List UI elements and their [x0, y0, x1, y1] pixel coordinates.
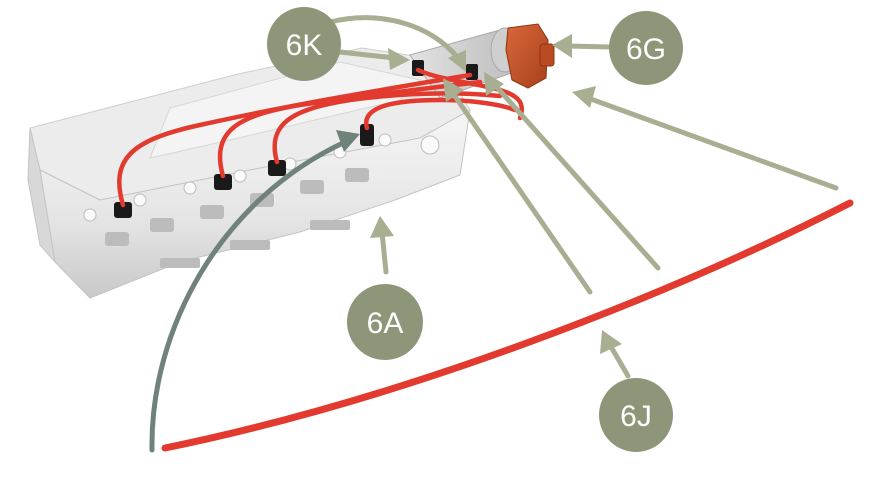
arrow-6k-arc	[327, 15, 461, 61]
badge-6k-text: 6K	[286, 29, 323, 62]
badge-6g	[609, 11, 683, 85]
boot-4	[360, 124, 374, 146]
arrow-6k-straight-head	[388, 48, 410, 70]
boot-1	[114, 202, 132, 218]
arrow-dark-arc-head	[336, 130, 360, 152]
badge-6g-text: 6G	[626, 33, 666, 66]
arrow-6g	[565, 43, 613, 50]
lead-cylinder-4	[363, 97, 518, 131]
callout-6k: 6K	[267, 7, 341, 81]
badge-6j	[599, 378, 673, 452]
arrow-6j-head	[600, 330, 622, 354]
lead-cylinder-2	[217, 79, 483, 179]
badge-6k	[267, 7, 341, 81]
arrow-6j	[607, 342, 631, 379]
arrow-lead-end-1-head	[443, 78, 464, 102]
arrow-lead-end-3-head	[572, 86, 596, 108]
callout-6a: 6A	[347, 284, 423, 360]
arrow-lead-end-2-head	[484, 72, 504, 96]
badge-6a	[347, 284, 423, 360]
port-holes	[105, 168, 369, 268]
arrow-lead-end-3	[585, 95, 839, 191]
lead-cylinder-1	[117, 72, 473, 208]
boot-3	[268, 160, 286, 176]
distributor-cap-icon	[505, 23, 555, 89]
arrow-dark-arc	[149, 139, 348, 453]
arrow-lead-end-1	[449, 89, 593, 295]
lead-cylinder-3	[272, 91, 503, 165]
arrow-6a	[379, 229, 389, 275]
arrow-6g-head	[552, 34, 572, 58]
badge-6a-text: 6A	[367, 307, 404, 340]
cylinder-head-end	[27, 127, 56, 264]
arrow-6k-arc-head	[448, 50, 466, 72]
callout-6g: 6G	[609, 11, 683, 85]
arrow-6k-straight	[337, 49, 398, 61]
loose-ignition-lead	[161, 199, 854, 452]
arrow-6a-head	[370, 216, 394, 238]
boot-2	[214, 174, 232, 190]
badge-6j-text: 6J	[620, 400, 652, 433]
callout-6j: 6J	[599, 378, 673, 452]
arrow-lead-end-2	[491, 81, 661, 271]
distributor-cap	[505, 23, 549, 89]
leader-arrows	[149, 15, 839, 453]
